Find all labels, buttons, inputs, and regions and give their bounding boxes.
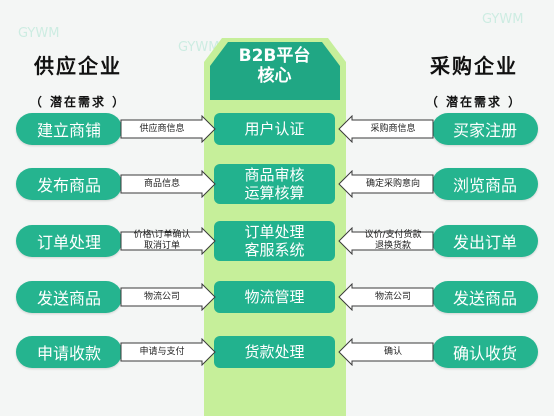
buyer-title: 采购企业 <box>430 54 518 78</box>
platform-function-line: 用户认证 <box>244 120 305 138</box>
arrow-left-icon <box>338 170 434 198</box>
buyer-header: 采购企业 （ 潜在需求 ） <box>414 50 534 110</box>
supplier-flow-label: 价格\订单确认取消订单 <box>121 227 203 255</box>
arrow-label-line: 申请与支付 <box>139 346 185 357</box>
supplier-flow-label: 商品信息 <box>121 170 203 198</box>
platform-function: 商品审核运算核算 <box>214 164 335 204</box>
arrow-left-icon <box>338 283 434 311</box>
arrow-right-icon <box>120 338 216 366</box>
supplier-step: 申请收款 <box>16 336 122 368</box>
arrow-right-icon <box>120 170 216 198</box>
supplier-flow-label: 申请与支付 <box>121 338 203 366</box>
supplier-flow-label: 物流公司 <box>121 283 203 311</box>
arrow-left-icon <box>338 338 434 366</box>
arrow-left-icon <box>338 115 434 143</box>
platform-title-line1: B2B平台 <box>238 46 311 66</box>
arrow-label-line: 供应商信息 <box>139 123 185 134</box>
platform-title-line2: 核心 <box>257 66 292 86</box>
supplier-header: 供应企业 （ 潜在需求 ） <box>18 50 138 110</box>
platform-function-line: 订单处理 <box>244 223 305 241</box>
supplier-step: 发送商品 <box>16 281 122 313</box>
buyer-flow-label: 确认 <box>352 338 434 366</box>
platform-function: 用户认证 <box>214 113 335 145</box>
arrow-label-line: 议价/支付货款 <box>364 230 422 240</box>
buyer-flow-label: 物流公司 <box>352 283 434 311</box>
arrow-label-line: 物流公司 <box>143 291 180 302</box>
platform-function: 货款处理 <box>214 336 335 368</box>
buyer-flow-label: 采购商信息 <box>352 115 434 143</box>
watermark: GYWM <box>482 12 524 27</box>
platform-function-line: 物流管理 <box>244 288 305 306</box>
arrow-right-icon <box>120 227 216 255</box>
arrow-label-line: 物流公司 <box>374 291 411 302</box>
arrow-label-line: 采购商信息 <box>370 123 416 134</box>
arrow-label-line: 退换货款 <box>374 241 411 251</box>
supplier-title: 供应企业 <box>34 54 122 78</box>
arrow-right-icon <box>120 115 216 143</box>
platform-function: 订单处理客服系统 <box>214 221 335 261</box>
arrow-label-line: 商品信息 <box>143 178 180 189</box>
supplier-flow-label: 供应商信息 <box>121 115 203 143</box>
arrow-left-icon <box>338 227 434 255</box>
supplier-subtitle: （ 潜在需求 ） <box>29 95 127 109</box>
platform-title: B2B平台 核心 <box>214 46 335 86</box>
supplier-step: 订单处理 <box>16 225 122 257</box>
arrow-label-line: 确认 <box>383 346 402 357</box>
platform-function-line: 客服系统 <box>244 241 305 259</box>
arrow-label-line: 确定采购意向 <box>365 178 420 189</box>
buyer-step: 买家注册 <box>432 113 538 145</box>
buyer-step: 发送商品 <box>432 281 538 313</box>
buyer-step: 确认收货 <box>432 336 538 368</box>
watermark: GYWM <box>18 26 60 41</box>
watermark: GYWM <box>178 40 220 55</box>
supplier-step: 建立商铺 <box>16 113 122 145</box>
arrow-label-line: 价格\订单确认 <box>133 230 191 240</box>
buyer-step: 发出订单 <box>432 225 538 257</box>
platform-function-line: 运算核算 <box>244 184 305 202</box>
supplier-step: 发布商品 <box>16 168 122 200</box>
buyer-flow-label: 确定采购意向 <box>352 170 434 198</box>
platform-function-line: 商品审核 <box>244 166 305 184</box>
arrow-label-line: 取消订单 <box>143 241 180 251</box>
arrow-right-icon <box>120 283 216 311</box>
buyer-step: 浏览商品 <box>432 168 538 200</box>
buyer-subtitle: （ 潜在需求 ） <box>425 95 523 109</box>
platform-function: 物流管理 <box>214 281 335 313</box>
buyer-flow-label: 议价/支付货款退换货款 <box>352 227 434 255</box>
platform-function-line: 货款处理 <box>244 343 305 361</box>
